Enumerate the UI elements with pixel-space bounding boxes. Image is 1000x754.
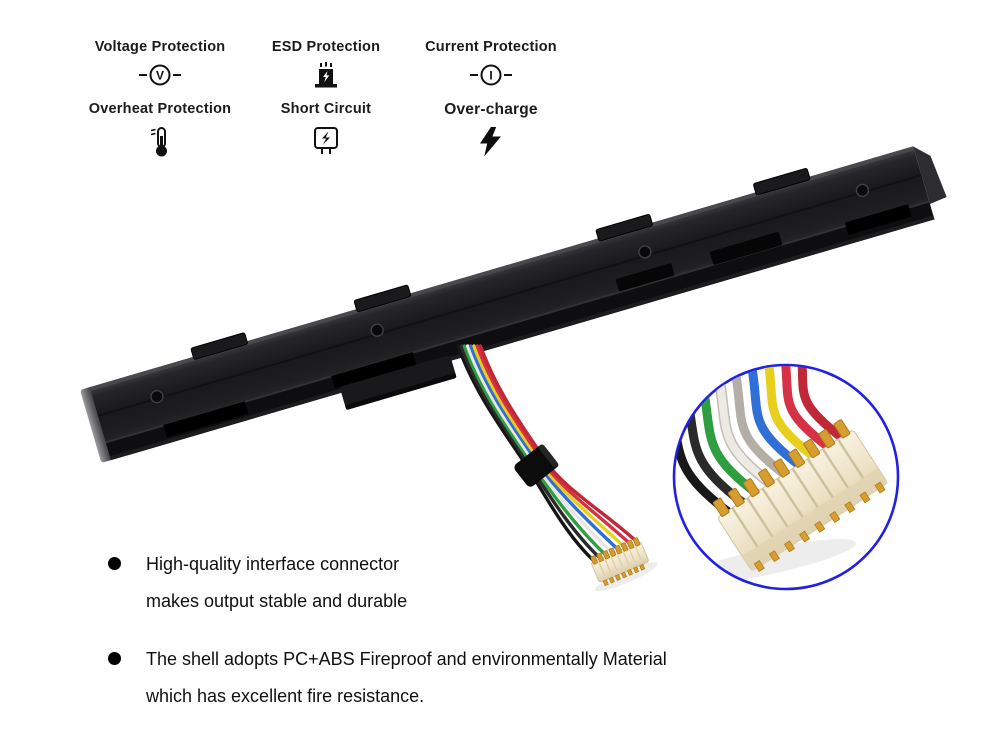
feature-label: ESD Protection bbox=[271, 39, 381, 55]
bullet-shell-material: The shell adopts PC+ABS Fireproof and en… bbox=[108, 641, 667, 715]
ammeter-icon: I bbox=[391, 62, 591, 88]
esd-icon bbox=[226, 62, 426, 90]
bullet-line: High-quality interface connector bbox=[146, 554, 400, 574]
magnifier-inset bbox=[672, 363, 900, 591]
bullet-dot bbox=[108, 557, 121, 570]
feature-voltage-protection: Voltage Protection V bbox=[60, 39, 260, 88]
overcharge-lightning-icon bbox=[391, 126, 591, 158]
bullet-line: The shell adopts PC+ABS Fireproof and en… bbox=[146, 649, 667, 669]
bullet-dot bbox=[108, 652, 121, 665]
battery-mount-tabs bbox=[190, 168, 811, 360]
feature-label: Over-charge bbox=[444, 101, 538, 118]
short-circuit-icon bbox=[226, 126, 426, 156]
connector-plug-small bbox=[590, 537, 658, 592]
wire-tape-wrap bbox=[514, 444, 559, 487]
feature-short-circuit: Short Circuit bbox=[226, 101, 426, 156]
feature-overheat-protection: Overheat Protection bbox=[60, 101, 260, 158]
bullet-line: makes output stable and durable bbox=[146, 591, 408, 611]
connector-plug-closeup bbox=[712, 419, 888, 572]
feature-esd-protection: ESD Protection bbox=[226, 39, 426, 90]
bullet-connector-quality: High-quality interface connector makes o… bbox=[108, 546, 407, 620]
voltmeter-icon: V bbox=[60, 62, 260, 88]
feature-label: Short Circuit bbox=[280, 101, 372, 117]
battery-image bbox=[80, 146, 947, 463]
ammeter-glyph: I bbox=[489, 69, 492, 83]
feature-label: Overheat Protection bbox=[88, 101, 232, 117]
voltmeter-glyph: V bbox=[156, 69, 164, 83]
gold-pin-feet bbox=[753, 481, 886, 572]
gold-pin-hooks bbox=[712, 419, 851, 517]
feature-over-charge: Over-charge bbox=[391, 101, 591, 158]
bullet-line: which has excellent fire resistance. bbox=[146, 686, 425, 706]
feature-label: Voltage Protection bbox=[94, 39, 226, 55]
battery-latch-slots bbox=[163, 204, 912, 438]
thermometer-icon bbox=[60, 126, 260, 158]
feature-current-protection: Current Protection I bbox=[391, 39, 591, 88]
battery-screws bbox=[150, 183, 870, 404]
feature-label: Current Protection bbox=[425, 39, 557, 55]
